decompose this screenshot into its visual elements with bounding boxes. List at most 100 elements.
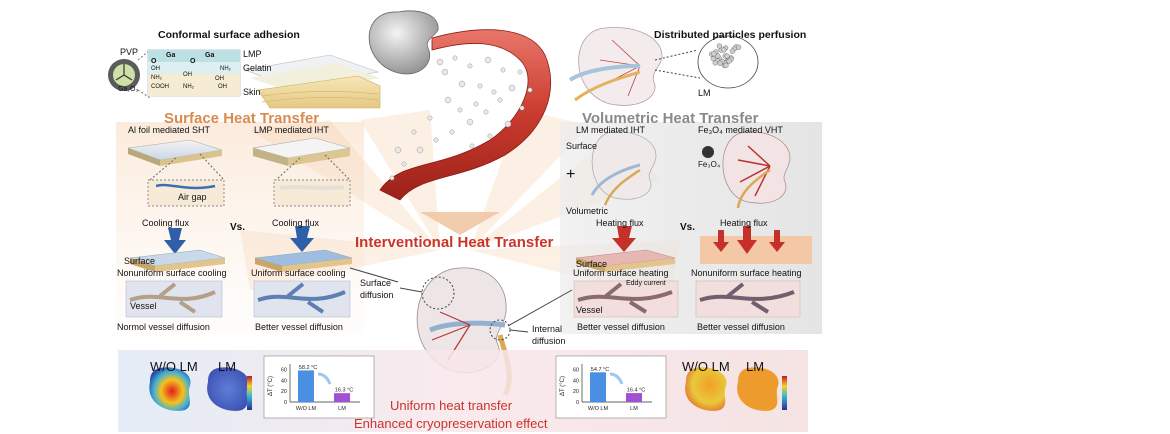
volumetric-label: Volumetric: [566, 206, 609, 216]
vessel-particle: [477, 83, 483, 89]
decrease-arrow: [317, 372, 332, 385]
vessel-particle: [517, 69, 523, 75]
chem-nh2-1: NH₂: [220, 66, 231, 72]
bar: [298, 370, 314, 402]
al-foil-plate: [127, 139, 223, 166]
blood-vessel: [379, 29, 552, 201]
heating-flux-nonuniform: [700, 226, 812, 264]
internal-diffusion-label-1: Internal: [532, 324, 563, 334]
y-tick-label: 20: [281, 389, 287, 395]
lm-particle: [735, 44, 742, 50]
heating-flux-label-2: Heating flux: [720, 218, 768, 228]
chem-cooh: COOH: [151, 84, 169, 90]
colorbar-right: [782, 376, 787, 410]
vessel-particle: [504, 120, 512, 128]
lmp-label: LMP: [243, 49, 262, 59]
fe3o4-header: Fe₃O₄ mediated VHT: [698, 125, 783, 135]
better-diffusion-label-left: Better vessel diffusion: [255, 322, 343, 332]
heating-flux-uniform: [575, 226, 676, 272]
vessel-particle: [483, 109, 489, 115]
nonuniform-heating-label: Nonuniform surface heating: [691, 268, 802, 278]
enhanced-cryopreservation-label: Enhanced cryopreservation effect: [354, 416, 548, 431]
wo-lm-label-right: W/O LM: [682, 359, 730, 374]
chem-oh-2: OH: [183, 72, 192, 78]
surface-label-right-2: Surface: [576, 259, 608, 269]
heatmap-wo-lm-right: [685, 367, 727, 411]
lm-particle: [712, 60, 718, 66]
chem-oh-4: OH: [218, 84, 227, 90]
uniform-heat-transfer-label: Uniform heat transfer: [390, 398, 513, 413]
better-diffusion-label-right-1: Better vessel diffusion: [577, 322, 665, 332]
normal-vessel-tree: [129, 282, 216, 314]
vessel-particles: [389, 55, 533, 181]
y-tick-label: 0: [576, 400, 579, 406]
vessel-particle: [500, 67, 506, 73]
surface-label-right: Surface: [566, 141, 598, 151]
lm-particle: [710, 56, 716, 62]
vessel-particle: [487, 133, 493, 139]
lm-label-right: LM: [746, 359, 765, 374]
zoom-lines-2: [275, 154, 351, 181]
chem-nh2-3: NH₂: [183, 84, 194, 90]
lmp-interface-line: [279, 185, 345, 190]
better-vessel-tree-left: [257, 282, 346, 314]
ga2o3-label: Ga₂O₃: [118, 86, 139, 93]
colorbar-left: [247, 376, 252, 410]
y-tick-label: 0: [284, 400, 287, 406]
bar: [334, 393, 350, 402]
vessel-particle: [441, 68, 449, 76]
skin-label: Skin: [243, 87, 261, 97]
bar-value-label: 54.7 °C: [591, 367, 609, 373]
y-tick-label: 20: [573, 389, 579, 395]
category-label: LM: [338, 406, 346, 412]
vs-left: Vs.: [230, 222, 246, 233]
fe3o4-kidney: [722, 131, 791, 209]
surface-heat-transfer-title: Surface Heat Transfer: [164, 110, 320, 127]
chem-oh-1: OH: [151, 66, 160, 72]
connector-right: [507, 289, 573, 327]
nonuniform-cooling-label: Nonuniform surface cooling: [117, 268, 227, 278]
cooling-flux-label-1: Cooling flux: [142, 218, 190, 228]
bar: [590, 372, 606, 402]
surface-label-left: Surface: [124, 256, 156, 266]
chem-ga-2: Ga: [205, 52, 215, 59]
uniform-heating-label: Uniform surface heating: [573, 268, 669, 278]
distributed-title: Distributed particles perfusion: [654, 29, 807, 41]
chart-left-frame: [263, 355, 375, 419]
bar: [626, 393, 642, 402]
internal-diffusion-label-2: diffusion: [532, 336, 566, 346]
lm-particle: [726, 58, 732, 64]
lm-particle: [723, 62, 729, 68]
lmp-zoom: [273, 179, 351, 207]
category-label: W/O LM: [296, 406, 317, 412]
vessel-particle: [497, 97, 503, 103]
vessel-particle: [449, 129, 455, 135]
vessel-particle: [519, 105, 525, 111]
vessel-particle: [466, 118, 474, 126]
lm-header: LM mediated IHT: [576, 125, 646, 135]
cooling-flux-label-2: Cooling flux: [272, 218, 320, 228]
heatmap-lm-left: [207, 367, 249, 411]
lm-particle: [711, 51, 717, 57]
pvp-label: PVP: [120, 47, 139, 57]
vessel-particle: [473, 101, 479, 107]
lm-particle: [724, 53, 730, 59]
y-tick-label: 40: [281, 378, 287, 384]
lm-particle: [729, 48, 736, 54]
vessel-label-right: Vessel: [576, 305, 603, 315]
al-foil-header: Al foil mediated SHT: [128, 125, 211, 135]
vessel-particle: [427, 115, 433, 121]
heated-vessel-tree-1: [577, 282, 673, 314]
vessel-particle: [433, 137, 439, 143]
fe3o4-label: Fe₃O₄: [698, 160, 721, 169]
vessel-particle: [394, 146, 402, 154]
fe3o4-particle: [702, 146, 714, 158]
normal-diffusion-label: Normol vessel diffusion: [117, 322, 210, 332]
volumetric-heat-transfer-title: Volumetric Heat Transfer: [582, 110, 759, 127]
y-tick-label: 60: [281, 367, 287, 373]
vessel-particle: [444, 96, 452, 104]
vessel-particle: [467, 63, 473, 69]
heatmap-lm-right: [737, 367, 779, 411]
heated-vessel-tree-2: [699, 282, 795, 314]
